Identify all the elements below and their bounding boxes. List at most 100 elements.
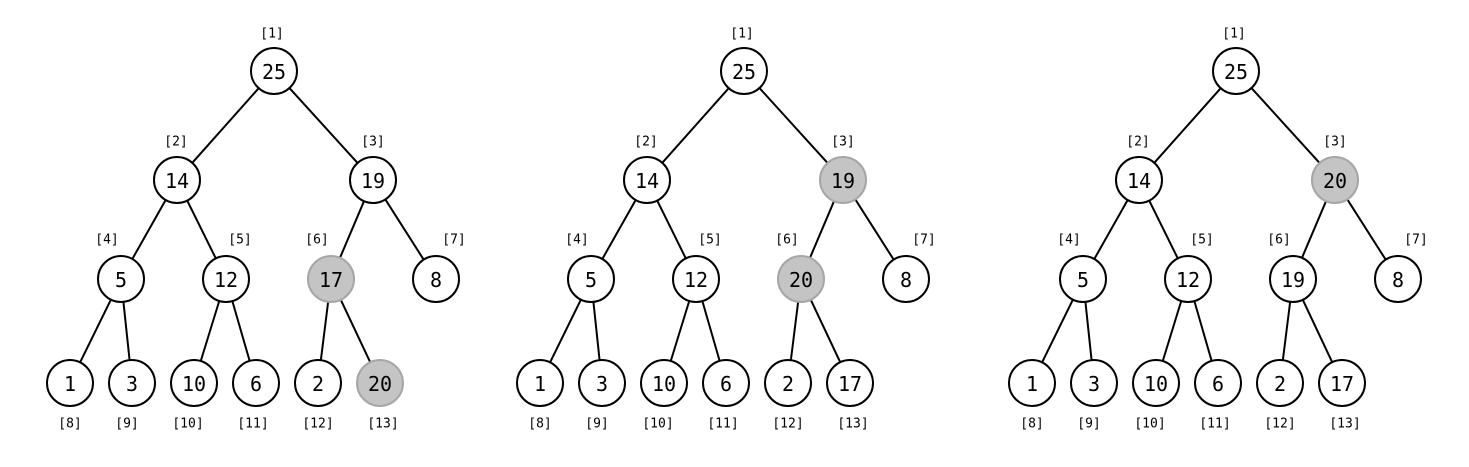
heap-node-value: 2 [312,372,324,396]
heap-node-value: 6 [1212,372,1224,396]
heap-node: 14 [153,156,201,204]
heap-index-label: [12] [1264,417,1295,432]
heap-node-value: 5 [1077,268,1089,292]
heap-node-circle [294,359,342,407]
heap-index-label: [13] [837,417,868,432]
heap-node-value: 3 [1088,372,1100,396]
heap-node-value: 25 [262,60,286,84]
heap-index-label: [13] [367,417,398,432]
tree-edge [809,200,835,259]
heap-node: 3 [1070,359,1118,407]
heap-node-circle [764,359,812,407]
heap-index-label: [6] [775,233,798,248]
heap-node-circle [1374,255,1422,303]
tree-edge [656,200,687,259]
tree-edge [809,299,842,363]
heap-node-value: 20 [1323,169,1347,193]
heap-node: 12 [202,255,250,303]
heap-node: 2 [764,359,812,407]
tree-edge [319,301,330,361]
tree-edge [854,198,895,261]
heap-node-value: 17 [1330,372,1354,396]
heap-node-value: 25 [732,60,756,84]
heap-node-value: 12 [684,268,708,292]
heap-node-value: 1 [1026,372,1038,396]
heap-node-circle [1070,359,1118,407]
tree-edge [288,87,359,164]
heap-node: 25 [720,47,768,95]
tree-edge [199,300,221,362]
heap-node-circle-highlighted [307,255,355,303]
heap-index-label: [2] [1126,135,1149,150]
tree-edge [549,299,582,363]
heap-node: 17 [1318,359,1366,407]
heap-node-circle [1256,359,1304,407]
heap-node: 14 [1115,156,1163,204]
heap-node-value: 20 [368,372,392,396]
heap-index-label: [6] [1267,233,1290,248]
tree-edge [131,199,167,260]
heap-index-label: [9] [585,417,608,432]
heap-node: 19 [819,156,867,204]
tree-edge [601,199,637,260]
heap-node-circle [1115,156,1163,204]
tree-edge [231,300,251,362]
heap-index-label: [3] [831,135,854,150]
heap-index-label: [5] [228,233,251,248]
heap-node-value: 19 [1281,268,1305,292]
heap-step-2: 25[1]14[2]19[3]5[4]12[5]20[6]8[7]1[8]3[9… [516,27,936,432]
heap-index-label: [9] [115,417,138,432]
heap-node-circle [1164,255,1212,303]
heap-index-label: [7] [912,233,935,248]
tree-edge [79,299,112,363]
heap-node: 12 [672,255,720,303]
heap-node-value: 19 [361,169,385,193]
heap-node-circle [1194,359,1242,407]
heap-node-circle [672,255,720,303]
heap-node: 1 [46,359,94,407]
heap-node: 6 [702,359,750,407]
heap-node-value: 14 [635,169,659,193]
heap-node-value: 3 [596,372,608,396]
tree-edge [1153,87,1222,164]
tree-edge [1084,301,1093,361]
heap-node-value: 10 [652,372,676,396]
heap-node-value: 8 [900,268,912,292]
tree-edge [339,299,372,363]
heap-node-circle [232,359,280,407]
heap-node-value: 8 [430,268,442,292]
tree-edge [1346,198,1387,261]
heap-index-label: [11] [707,417,738,432]
tree-edge [122,301,131,361]
heap-node-value: 14 [1127,169,1151,193]
heap-index-label: [11] [1199,417,1230,432]
heap-node-circle [250,47,298,95]
heap-index-label: [11] [237,417,268,432]
heap-index-label: [1] [1222,27,1245,42]
heap-node-value: 12 [214,268,238,292]
heap-index-label: [12] [772,417,803,432]
tree-edge [669,300,691,362]
heap-node-value: 1 [534,372,546,396]
heap-node-value: 2 [782,372,794,396]
tree-edge [1193,300,1213,362]
heap-node-value: 1 [64,372,76,396]
tree-edge [1250,87,1321,164]
heap-node-value: 19 [831,169,855,193]
heap-node-circle [1008,359,1056,407]
heap-node: 6 [1194,359,1242,407]
heap-node: 17 [307,255,355,303]
heap-node-value: 25 [1224,60,1248,84]
heap-node: 19 [1269,255,1317,303]
tree-edge [1161,300,1183,362]
heap-node-value: 6 [250,372,262,396]
heap-node-circle-highlighted [1311,156,1359,204]
tree-edge [1041,299,1074,363]
heap-index-label: [1] [260,27,283,42]
heap-node: 2 [1256,359,1304,407]
heap-node: 3 [578,359,626,407]
heap-index-label: [4] [95,233,118,248]
heap-node-circle [97,255,145,303]
heap-node-circle [349,156,397,204]
heap-node: 19 [349,156,397,204]
